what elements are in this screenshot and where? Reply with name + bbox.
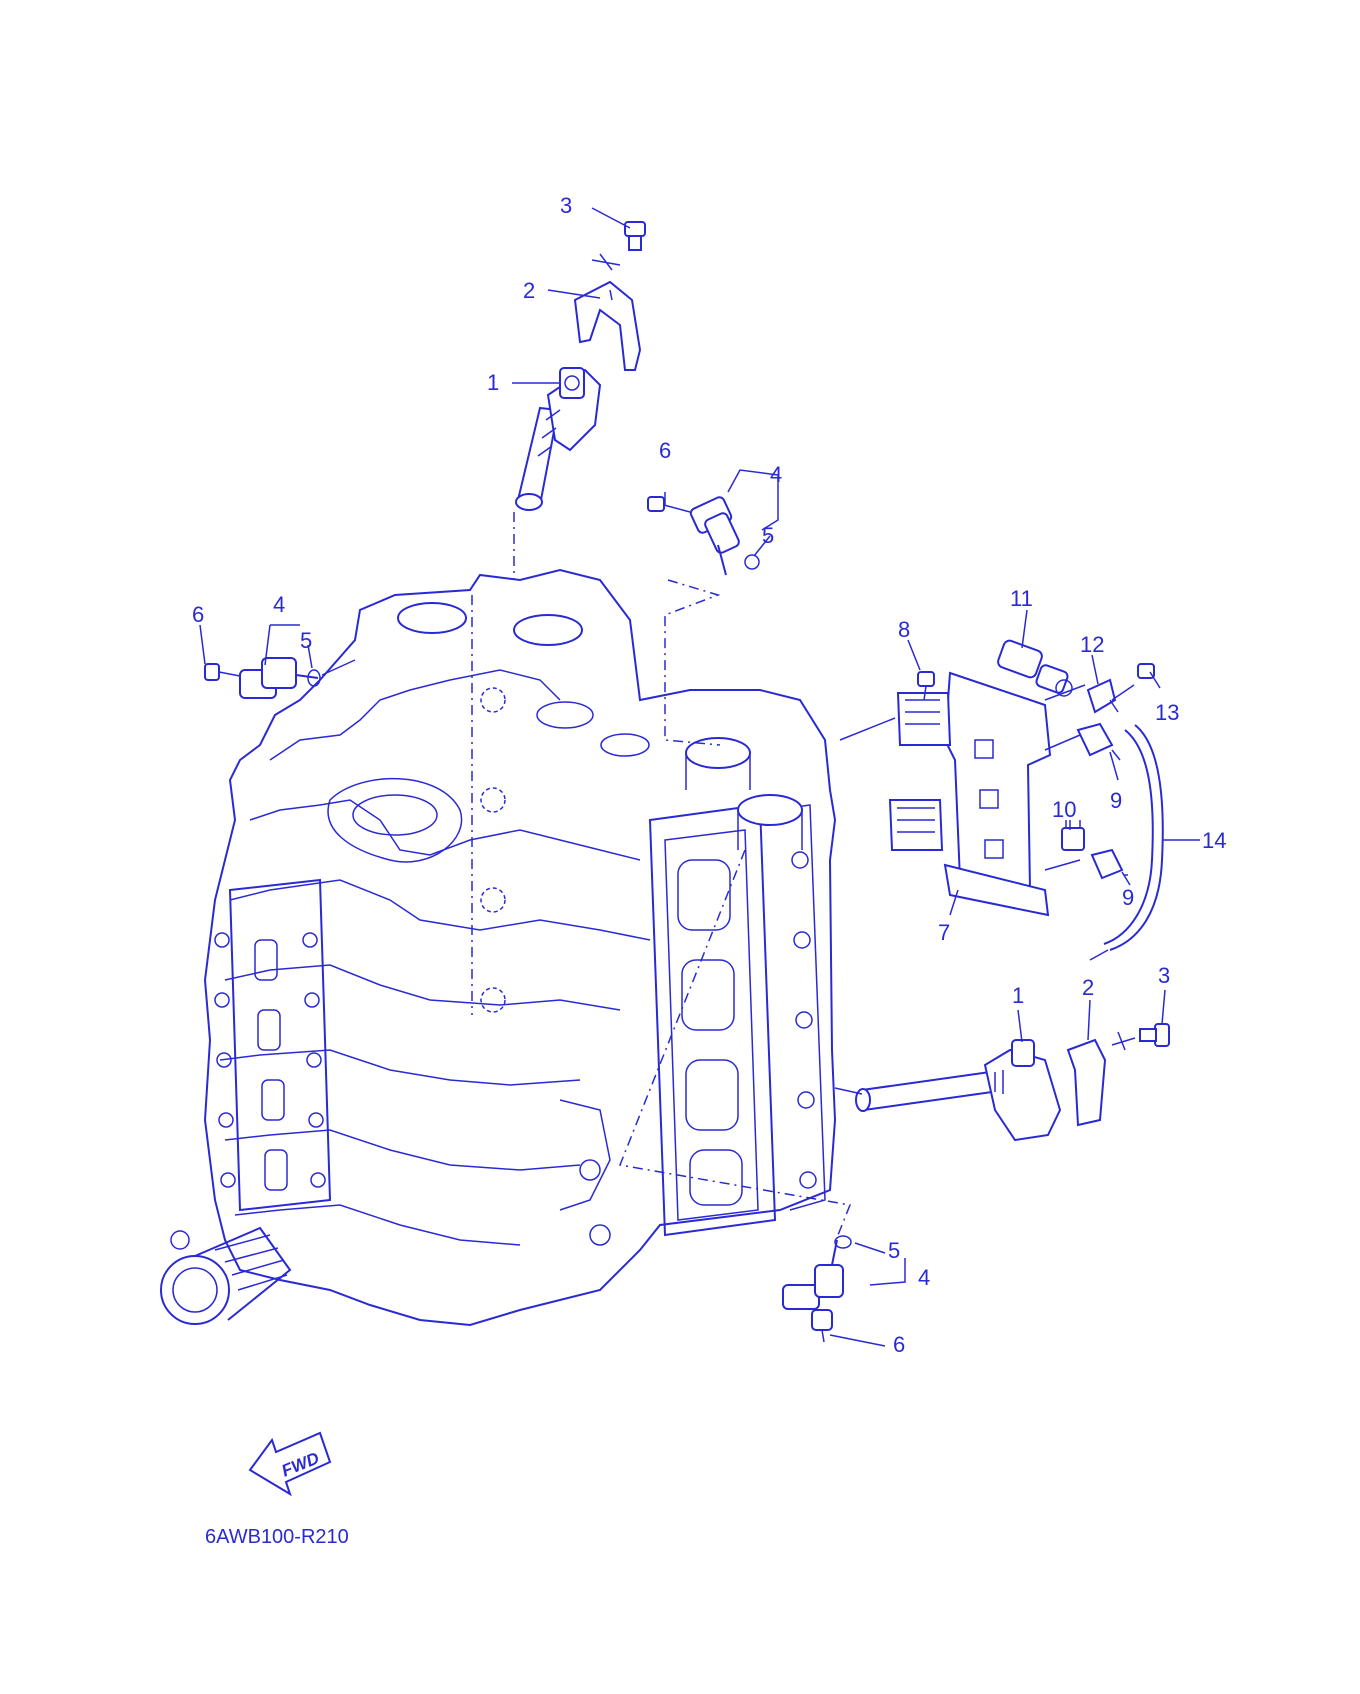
callout-6-bottom: 6: [893, 1332, 905, 1357]
callout-labels: 3 2 1 6 4 5 6 4 5 11 8 12 13 9 10 14 9 7…: [192, 193, 1226, 1357]
callout-14: 14: [1202, 828, 1226, 853]
sensor-mid: [647, 496, 760, 746]
ignition-coil-right: [834, 1039, 1062, 1142]
cable-14: [1089, 724, 1164, 961]
callout-9-lower: 9: [1122, 885, 1134, 910]
relay-9-upper: [1076, 722, 1121, 761]
part-12: [1086, 678, 1119, 714]
relay-9-lower: [1090, 848, 1131, 886]
callout-11: 11: [1010, 586, 1033, 611]
ecu-bracket: [839, 671, 1086, 917]
callout-13: 13: [1155, 700, 1179, 725]
callout-4-left: 4: [273, 592, 285, 617]
callout-6-left: 6: [192, 602, 204, 627]
callout-4-bottom: 4: [918, 1265, 930, 1290]
callout-6-mid: 6: [659, 438, 671, 463]
bolt-top: [591, 221, 646, 271]
callout-5-bottom: 5: [888, 1238, 900, 1263]
coil-bracket-right: [1066, 1038, 1107, 1127]
oil-filter: [160, 1226, 292, 1325]
leader-lines: [199, 207, 1200, 1347]
sensor-left: [204, 657, 356, 699]
callout-8: 8: [898, 617, 910, 642]
callout-3-top: 3: [560, 193, 572, 218]
callout-5-mid: 5: [762, 523, 774, 548]
callout-12: 12: [1080, 632, 1104, 657]
callout-2-top: 2: [523, 278, 535, 303]
engine-block: [160, 568, 837, 1327]
callout-7: 7: [938, 920, 950, 945]
callout-4-mid: 4: [770, 462, 782, 487]
bolt-right: [1111, 1023, 1170, 1051]
bolt-13: [1111, 663, 1155, 701]
coil-bracket-top: [573, 280, 642, 371]
callout-5-left: 5: [300, 628, 312, 653]
callout-9-upper: 9: [1110, 788, 1122, 813]
callout-10: 10: [1052, 797, 1076, 822]
sensor-11: [997, 639, 1073, 697]
ignition-coil-top: [513, 367, 602, 580]
callout-1-right: 1: [1012, 983, 1024, 1008]
drawing-code: 6AWB100-R210: [205, 1526, 349, 1548]
sensor-bottom: [618, 849, 852, 1343]
callout-2-right: 2: [1082, 975, 1094, 1000]
callout-1-top: 1: [487, 370, 499, 395]
bolt-8: [917, 671, 935, 701]
relay-10: [1061, 820, 1085, 851]
callout-3-right: 3: [1158, 963, 1170, 988]
fwd-arrow-icon: FWD: [248, 1431, 332, 1497]
